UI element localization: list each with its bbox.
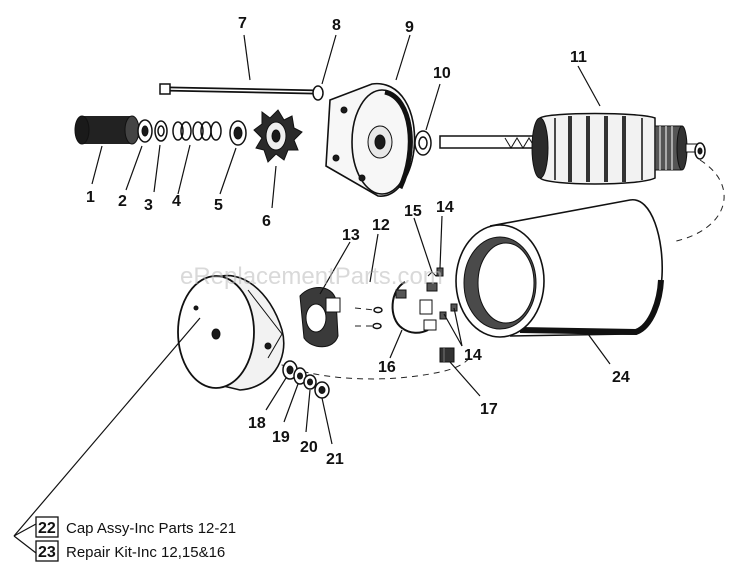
callout-7: 7 <box>238 15 247 32</box>
bolt-nut <box>312 85 324 101</box>
parts-legend: 22 Cap Assy-Inc Parts 12-21 23 Repair Ki… <box>35 516 236 562</box>
through-bolt <box>159 83 317 95</box>
callout-10: 10 <box>433 65 451 82</box>
callout-9: 9 <box>405 19 414 36</box>
leader-lines <box>13 34 611 554</box>
terminal-nut <box>314 381 330 399</box>
callout-21: 21 <box>326 451 344 468</box>
callout-11: 11 <box>570 49 587 66</box>
callout-6: 6 <box>262 213 271 230</box>
commutator-end-cap <box>177 274 285 391</box>
watermark: eReplacementParts.com <box>180 263 443 290</box>
callout-1: 1 <box>86 189 95 206</box>
armature <box>439 112 699 185</box>
callout-15: 15 <box>404 203 422 220</box>
callout-3: 3 <box>144 197 153 214</box>
drive-sleeve <box>74 115 140 145</box>
callout-17: 17 <box>480 401 498 418</box>
callout-13: 13 <box>342 227 360 244</box>
callout-2: 2 <box>118 193 127 210</box>
armature-end-washer <box>694 142 706 160</box>
drive-end-housing <box>325 82 416 197</box>
callout-14-bottom: 14 <box>464 347 482 364</box>
callout-18: 18 <box>248 415 266 432</box>
callout-16: 16 <box>378 359 396 376</box>
callout-5: 5 <box>214 197 223 214</box>
brush-plate-screws <box>354 306 383 330</box>
callout-12: 12 <box>372 217 390 234</box>
drive-nut <box>137 119 153 143</box>
legend-23-number: 23 <box>38 544 56 561</box>
legend-22-number: 22 <box>38 520 56 537</box>
drive-collar <box>229 120 247 146</box>
thrust-washer <box>414 130 432 156</box>
callout-14-top: 14 <box>436 199 454 216</box>
brush-block <box>439 347 455 363</box>
legend-22-text: Cap Assy-Inc Parts 12-21 <box>66 520 236 537</box>
callout-19: 19 <box>272 429 290 446</box>
callout-4: 4 <box>172 193 181 210</box>
field-frame-housing <box>455 199 664 338</box>
callout-20: 20 <box>300 439 318 456</box>
assembly-line-armature-to-housing <box>671 159 725 243</box>
drive-washer <box>154 120 168 142</box>
drive-spring <box>172 121 222 141</box>
callout-8: 8 <box>332 17 341 34</box>
legend-23-text: Repair Kit-Inc 12,15&16 <box>66 544 225 561</box>
pinion-gear <box>253 109 303 163</box>
brush-plate <box>391 281 437 334</box>
terminal-washer-b <box>303 374 317 390</box>
brush-holder <box>299 287 341 348</box>
callout-24: 24 <box>612 369 630 386</box>
brushes <box>436 267 458 320</box>
